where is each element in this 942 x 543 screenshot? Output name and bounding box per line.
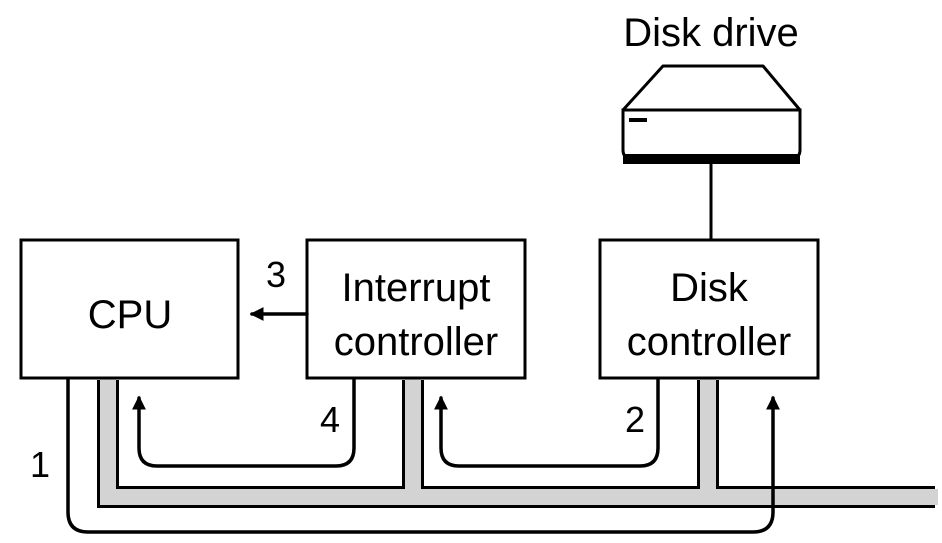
step1-label: 1 bbox=[30, 444, 50, 485]
step3-label: 3 bbox=[266, 254, 286, 295]
disk-drive-icon bbox=[621, 64, 802, 164]
interrupt-controller-label-line2: controller bbox=[334, 320, 499, 364]
disk-controller-label-line1: Disk bbox=[670, 266, 749, 310]
system-bus bbox=[97, 377, 938, 508]
disk-controller-label-line2: controller bbox=[627, 320, 792, 364]
interrupt-controller-label-line1: Interrupt bbox=[342, 266, 491, 310]
disk-drive-label: Disk drive bbox=[623, 11, 799, 55]
interrupt-controller-box bbox=[305, 238, 527, 380]
step1-arrow bbox=[66, 378, 780, 534]
cpu-label: CPU bbox=[88, 293, 172, 337]
step4-label: 4 bbox=[320, 399, 340, 440]
step4-arrow bbox=[132, 378, 356, 468]
step2-arrow bbox=[434, 378, 660, 468]
step2-label: 2 bbox=[625, 399, 645, 440]
cpu-box bbox=[19, 238, 240, 380]
disk-controller-box bbox=[598, 238, 820, 380]
